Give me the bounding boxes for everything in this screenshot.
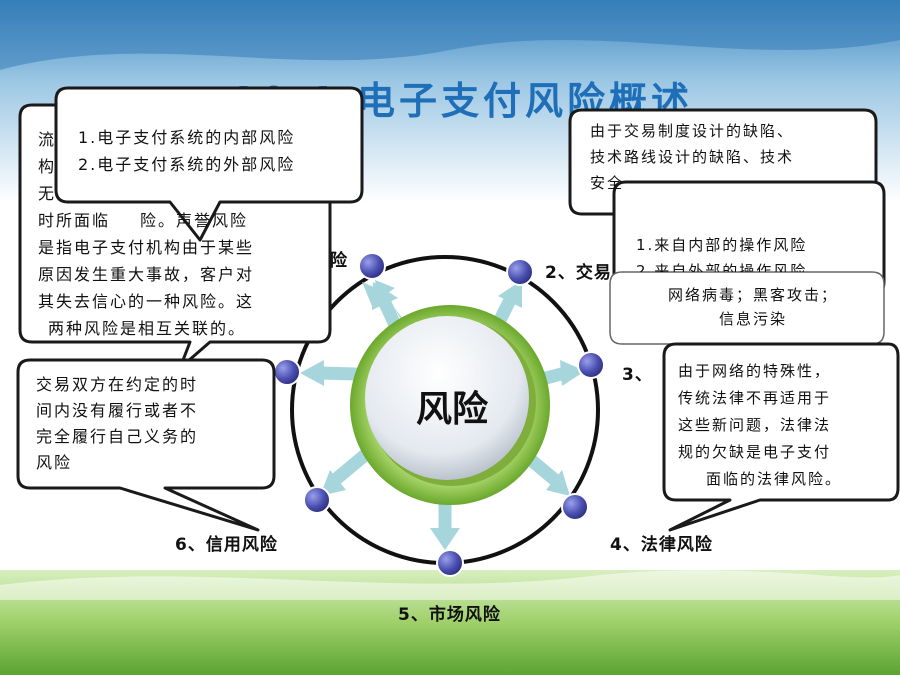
bubble-internal-external-text: 1.电子支付系统的内部风险 2.电子支付系统的外部风险 [78,128,296,174]
node-label-reputation: 险 [330,251,348,271]
node-ball [577,351,605,379]
bubble-legal-text: 由于网络的特殊性， 传统法律不再适用于 这些新问题，法律法 规的欠缺是电子支付 … [678,362,843,488]
center-label: 风险 [415,389,488,430]
bubble-transaction-text: 由于交易制度设计的缺陷、 技术路线设计的缺陷、技术 安全 [590,122,795,192]
node-label-operation: 3、 [622,365,653,385]
node-ball [436,549,464,577]
node-label-credit: 6、信用风险 [175,535,278,555]
bubble-internal-external-shape [54,86,364,242]
node-ball [561,493,589,521]
node-ball [303,486,331,514]
node-label-market: 5、市场风险 [398,605,501,625]
bubble-reputation-text: 流 构 无 时所面临险。声誉风险 是指电子支付机构由于某些 原因发生重大事故，客… [38,130,255,338]
bubble-network-text: 网络病毒；黑客攻击； 信息污染 [667,286,838,328]
bubble-operation-text: 1.来自内部的操作风险 2.来自外部的操作风险 [636,236,808,272]
node-ball [358,252,386,280]
bubble-legal-shape [662,342,900,532]
node-label-legal: 4、法律风险 [610,535,713,555]
bubble-credit-shape [16,358,276,532]
bubble-credit-text: 交易双方在约定的时 间内没有履行或者不 完全履行自己义务的 风险 [36,375,199,472]
node-ball [506,258,534,286]
